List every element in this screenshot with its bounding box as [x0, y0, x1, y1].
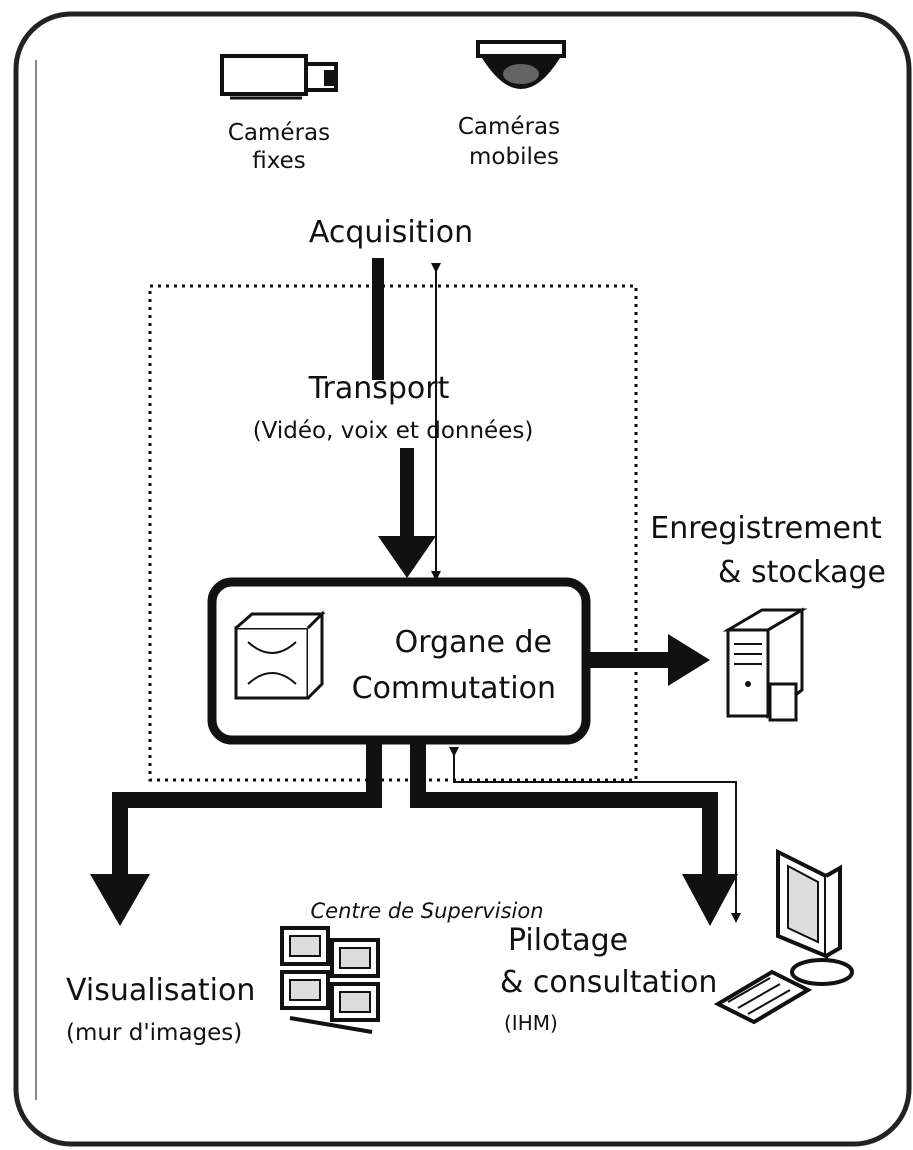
control-label-3: (IHM) — [504, 1011, 558, 1035]
fixed-cameras-label-2: fixes — [252, 148, 306, 174]
storage-label-2: & stockage — [718, 555, 886, 590]
control-label-2: & consultation — [500, 965, 717, 1000]
transport-boundary — [148, 284, 638, 782]
control-return-line — [449, 747, 741, 923]
acquisition-title: Acquisition — [309, 215, 473, 250]
server-icon — [722, 607, 808, 722]
visualisation-label-1: Visualisation — [66, 973, 255, 1008]
mobile-cameras-label-1: Caméras — [458, 114, 560, 140]
fixed-cameras-label-1: Caméras — [228, 120, 330, 146]
storage-label-1: Enregistrement — [650, 511, 882, 546]
mobile-cameras-label-2: mobiles — [469, 144, 559, 170]
switching-label-1: Organe de — [395, 625, 552, 660]
workstation-icon — [713, 848, 854, 1025]
visualisation-output-arrow — [90, 742, 382, 926]
control-label-1: Pilotage — [508, 923, 628, 958]
visualisation-label-2: (mur d'images) — [66, 1020, 242, 1046]
storage-arrow — [586, 634, 710, 686]
acquisition-link — [372, 258, 384, 380]
switch-icon — [234, 610, 326, 700]
switching-label-2: Commutation — [352, 671, 556, 706]
supervision-center-label: Centre de Supervision — [311, 899, 544, 923]
transport-subtitle: (Vidéo, voix et données) — [253, 418, 534, 444]
transport-title: Transport — [308, 371, 450, 406]
fixed-camera-icon — [220, 54, 338, 100]
dome-camera-icon — [476, 40, 566, 89]
transport-down-arrow — [378, 448, 436, 578]
video-wall-icon — [280, 926, 380, 1034]
